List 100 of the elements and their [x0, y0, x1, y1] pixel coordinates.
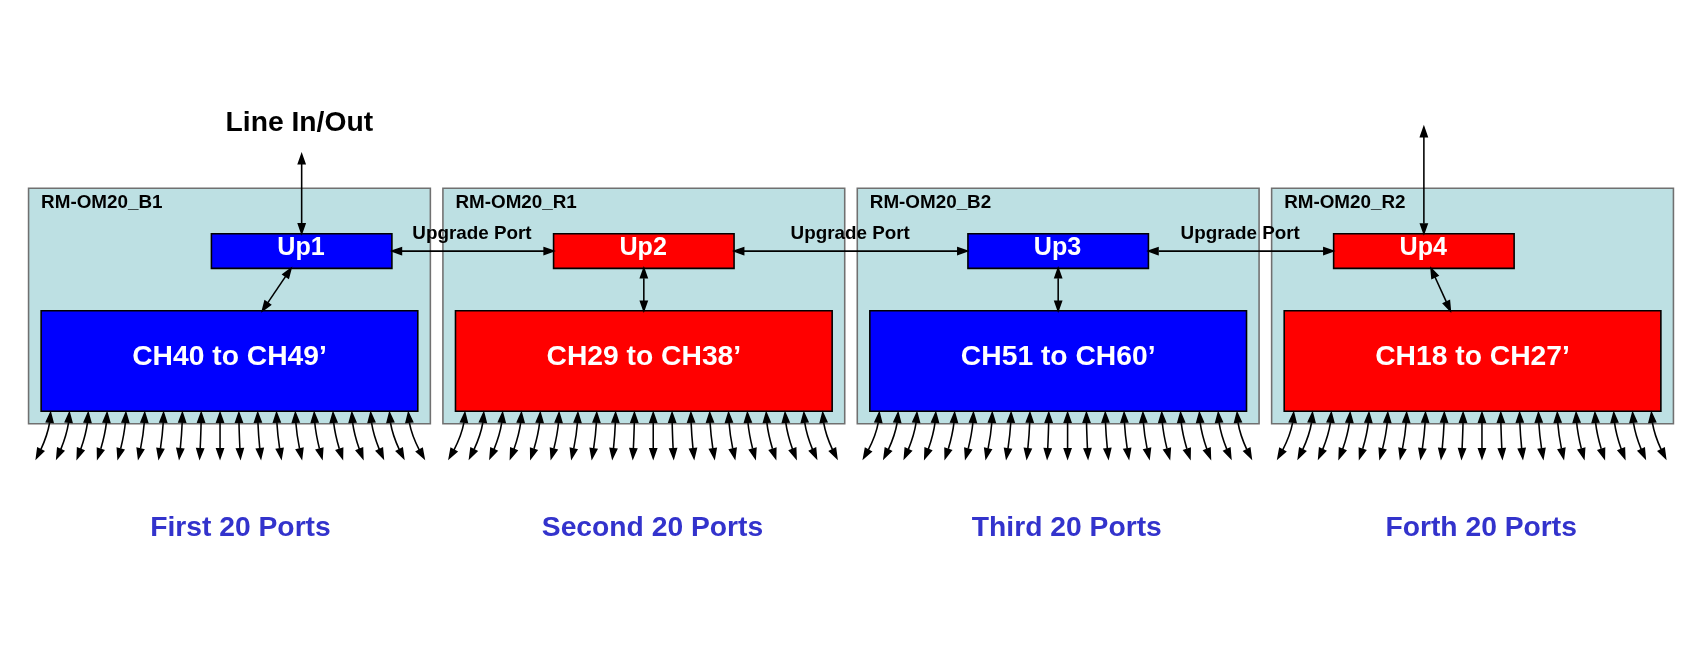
arrow: [1276, 409, 1297, 460]
arrow: [1419, 124, 1429, 236]
arrow: [1629, 409, 1647, 460]
arrow: [667, 409, 678, 461]
arrow: [923, 409, 940, 460]
arrow: [1157, 409, 1172, 460]
arrow: [509, 409, 526, 460]
arrow: [529, 409, 544, 460]
node-box: Up1: [210, 232, 393, 269]
arrow: [731, 246, 970, 255]
arrow: [1496, 409, 1507, 461]
arrow: [1515, 409, 1527, 461]
edge-label: Upgrade Port: [1180, 221, 1300, 243]
arrow: [291, 409, 304, 460]
edge-label: Upgrade Port: [412, 221, 532, 243]
arrow: [1477, 409, 1487, 461]
node-label: Second 20 Ports: [541, 509, 764, 542]
node-box: Up2: [552, 232, 735, 269]
arrow: [1418, 409, 1430, 461]
node-box: CH51 to CH60’: [869, 309, 1248, 412]
node-box: CH18 to CH27’: [1283, 309, 1662, 412]
arrow: [1648, 409, 1667, 460]
arrow: [639, 265, 649, 313]
node-label: Third 20 Ports: [971, 509, 1162, 542]
arrow: [1101, 409, 1112, 461]
arrow: [1195, 409, 1212, 460]
arrow: [348, 409, 364, 460]
arrow: [448, 409, 469, 460]
arrow: [234, 409, 245, 461]
arrow: [35, 409, 54, 460]
arrow: [983, 409, 997, 460]
arrow: [386, 409, 405, 460]
arrow: [1082, 409, 1092, 461]
arrow: [944, 409, 959, 460]
arrow: [96, 409, 111, 460]
arrow: [489, 409, 507, 460]
arrow: [156, 409, 168, 461]
arrow: [261, 265, 293, 313]
arrow: [1138, 409, 1152, 460]
arrow: [1378, 409, 1392, 460]
node-text: Line In/Out: [225, 104, 374, 137]
arrow: [329, 409, 344, 460]
node-box: Up3: [967, 232, 1150, 269]
arrow: [1053, 265, 1063, 313]
arrow: [705, 409, 718, 461]
node-label: Forth 20 Ports: [1385, 509, 1577, 542]
node-box: Up4: [1332, 232, 1515, 269]
arrow: [903, 409, 921, 460]
arrow: [253, 409, 265, 461]
edge-label: Upgrade Port: [790, 221, 910, 243]
arrow: [743, 409, 757, 460]
arrow: [1534, 409, 1546, 461]
arrow: [272, 409, 284, 461]
arrow: [389, 246, 556, 255]
arrow: [215, 409, 225, 461]
arrow: [1572, 409, 1586, 460]
arrow: [1338, 409, 1354, 460]
arrow: [297, 151, 307, 236]
arrow: [1317, 409, 1335, 460]
arrow: [1003, 409, 1016, 461]
arrow: [1023, 409, 1035, 461]
arrow: [195, 409, 206, 461]
arrow: [55, 409, 73, 460]
arrow: [1214, 409, 1232, 460]
arrow: [1591, 409, 1606, 460]
arrow: [136, 409, 149, 460]
arrow: [1437, 409, 1449, 461]
node-box: CH29 to CH38’: [454, 309, 833, 412]
arrow: [724, 409, 737, 460]
arrow: [648, 409, 658, 461]
arrow: [549, 409, 563, 460]
arrow: [1358, 409, 1373, 460]
arrow: [1233, 409, 1253, 460]
arrow: [862, 409, 883, 460]
node-box: CH40 to CH49’: [40, 309, 419, 412]
arrow: [1146, 246, 1336, 255]
arrow: [367, 409, 385, 460]
arrow: [76, 409, 92, 460]
arrow: [1553, 409, 1566, 460]
arrow: [686, 409, 698, 461]
arrow: [762, 409, 777, 460]
arrow: [819, 409, 838, 460]
arrow: [1457, 409, 1468, 461]
arrow: [882, 409, 902, 460]
arrow: [609, 409, 620, 461]
arrow: [1063, 409, 1072, 461]
arrow: [569, 409, 582, 460]
node-label: First 20 Ports: [150, 509, 331, 542]
arrow: [589, 409, 601, 461]
arrow: [468, 409, 488, 460]
arrow: [964, 409, 978, 460]
arrow: [1297, 409, 1316, 460]
arrow: [1043, 409, 1054, 461]
arrow: [781, 409, 797, 460]
arrow: [1430, 265, 1452, 313]
arrow: [116, 409, 130, 460]
arrow: [1610, 409, 1626, 460]
arrow: [1398, 409, 1411, 460]
arrow: [800, 409, 818, 460]
arrow: [1176, 409, 1191, 460]
